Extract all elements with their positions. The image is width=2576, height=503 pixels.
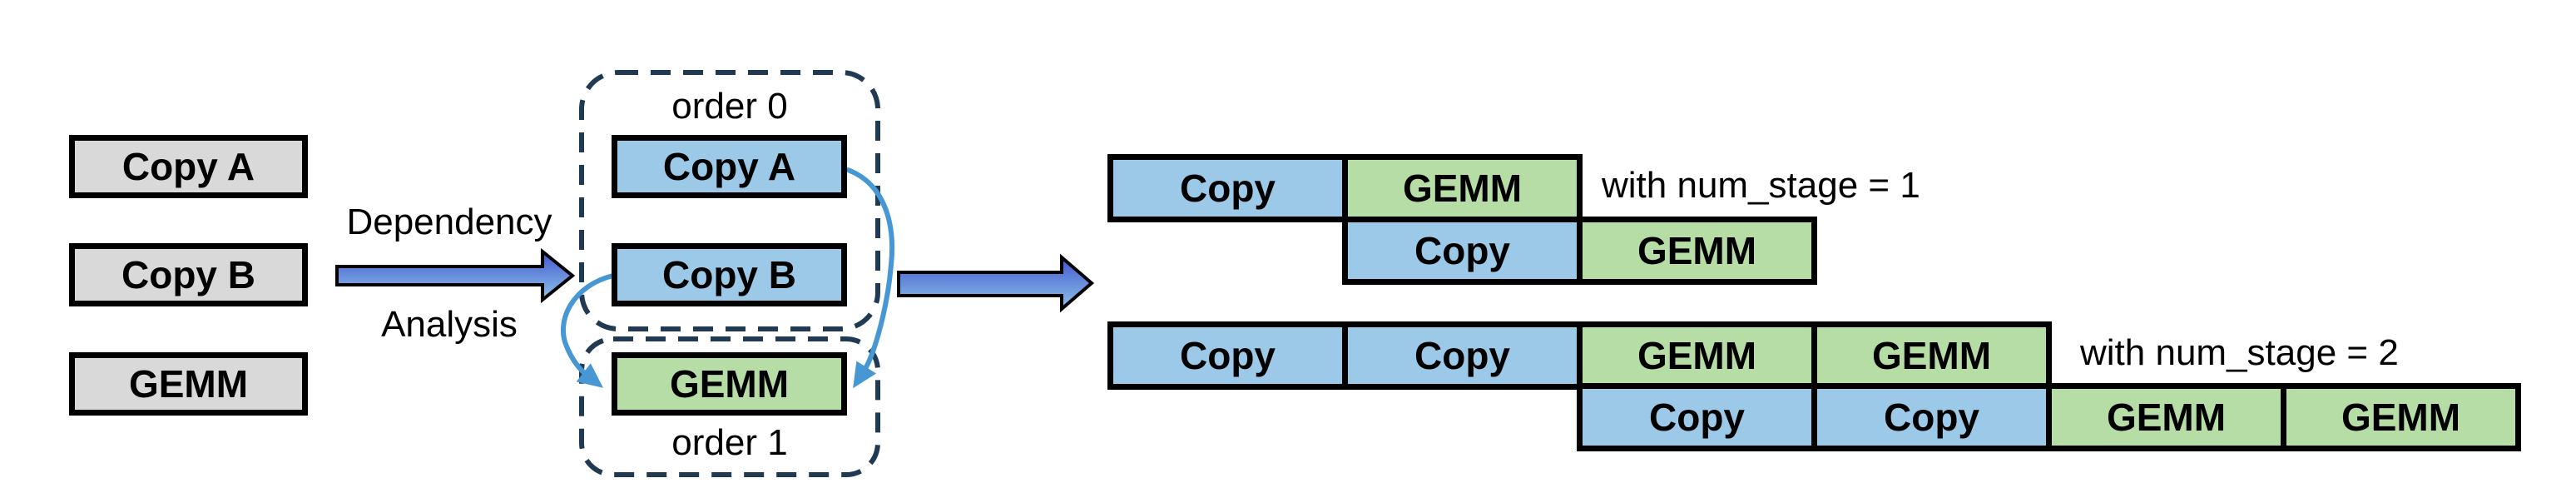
schedule-cell: Copy (1107, 154, 1348, 222)
schedule-cell: GEMM (2281, 383, 2521, 451)
order1-group-outline (579, 336, 880, 477)
schedule-cell: Copy (1107, 321, 1348, 390)
schedule-cell: GEMM (1577, 217, 1817, 285)
schedule-cell: Copy (1342, 217, 1583, 285)
schedule2-caption: with num_stage = 2 (2080, 331, 2399, 373)
graph-node-copy-b: Copy B (612, 243, 847, 306)
edge-copyB-to-gemm (561, 273, 616, 388)
graph-node-gemm: GEMM (612, 352, 847, 416)
order1-label: order 1 (671, 422, 788, 463)
schedule-cell: GEMM (1811, 321, 2052, 390)
analysis-label: Analysis (381, 304, 518, 345)
order0-group-outline (579, 70, 880, 331)
schedule-cell: GEMM (1577, 321, 1817, 390)
input-task-copy-a: Copy A (69, 135, 308, 198)
dependency-label: Dependency (346, 202, 552, 242)
schedule-result-arrow (897, 253, 1095, 313)
schedule-cell: GEMM (1342, 154, 1583, 222)
order0-label: order 0 (671, 86, 788, 127)
input-task-gemm: GEMM (69, 352, 308, 416)
schedule-cell: Copy (1811, 383, 2052, 451)
schedule-cell: Copy (1342, 321, 1583, 390)
schedule1-caption: with num_stage = 1 (1602, 164, 1920, 206)
graph-node-copy-a: Copy A (612, 135, 847, 198)
input-task-copy-b: Copy B (69, 243, 308, 306)
dependency-analysis-arrow (335, 247, 576, 304)
schedule-cell: GEMM (2046, 383, 2286, 451)
edge-copyA-to-gemm (845, 167, 895, 389)
schedule-cell: Copy (1577, 383, 1817, 451)
